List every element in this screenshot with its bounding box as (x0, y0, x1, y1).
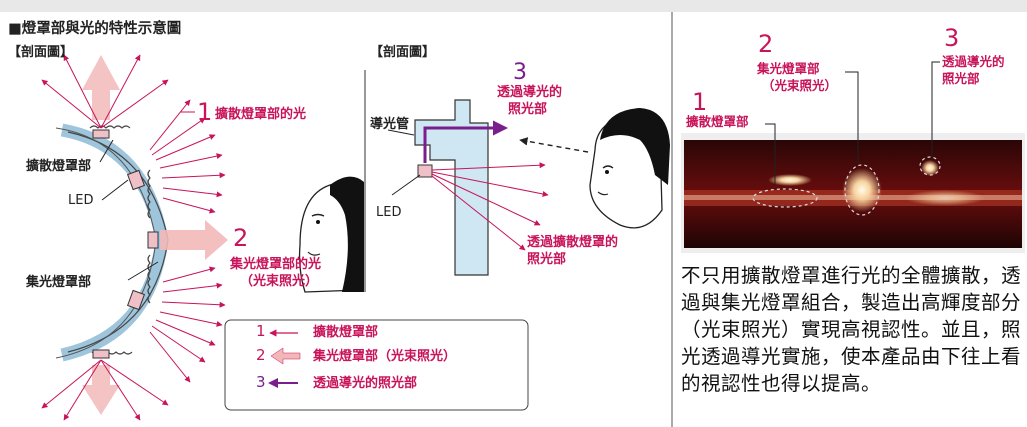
middle-diffused-line2: 照光部 (527, 252, 567, 267)
middle-callout-3-line2: 照光部 (508, 102, 548, 117)
rays-middle (431, 162, 549, 251)
lens-top (89, 125, 131, 129)
left-callout-1-num: 1 (197, 98, 213, 126)
face-right (589, 108, 670, 229)
legend-text-1: 擴散燈罩部 (313, 325, 379, 340)
label-led-left: LED (68, 193, 94, 208)
legend-num-1: 1 (256, 322, 266, 340)
middle-callout-3-line1: 透過導光的 (497, 85, 563, 100)
legend-num-3: 3 (256, 373, 266, 391)
middle-diffused-line1: 透過擴散燈罩的 (527, 235, 619, 250)
photo-callout-2-line1: 集光燈罩部 (757, 61, 820, 76)
led-center (147, 231, 159, 249)
middle-section (387, 99, 589, 276)
legend-text-3: 透過導光的照光部 (313, 376, 418, 391)
legend-num-2: 2 (256, 346, 266, 364)
photo-callout-2-line2: （光束照光） (762, 78, 838, 93)
middle-callout-3-num: 3 (513, 60, 527, 85)
left-callout-2-line2: （光束照光） (240, 274, 319, 289)
beam-up (82, 55, 120, 120)
sight-line (519, 137, 589, 153)
beam-right (160, 220, 228, 260)
photo-mark-2 (844, 164, 880, 216)
rays-lower-right (149, 266, 226, 383)
face-left (298, 176, 364, 293)
led-bottom (92, 349, 110, 359)
label-condenser: 集光燈罩部 (26, 275, 92, 290)
left-callout-1-text: 擴散燈罩部的光 (215, 107, 307, 122)
page-title: ■燈罩部與光的特性示意圖 (8, 21, 182, 37)
photo-callout-1-text: 擴散燈罩部 (686, 114, 749, 129)
section-label-left: 【剖面圖】 (8, 45, 74, 60)
rays-upper-right (149, 99, 226, 214)
left-lamp-section (41, 54, 228, 421)
photo-mark-1 (752, 188, 818, 208)
label-light-pipe: 導光管 (370, 117, 410, 132)
led-upper (126, 169, 146, 191)
led-top (92, 129, 110, 139)
section-label-middle: 【剖面圖】 (370, 45, 436, 60)
pipe-light-path (423, 120, 508, 163)
photo-callout-3-line2: 照光部 (942, 71, 980, 86)
rays-bottom (41, 359, 169, 421)
photo-callout-1-num: 1 (692, 88, 708, 116)
photo-callout-2-num: 2 (758, 30, 774, 58)
left-callout-2-line1: 集光燈罩部的光 (230, 257, 322, 272)
light-pipe (414, 99, 489, 276)
photo-callout-3-num: 3 (944, 24, 960, 52)
description-text: 不只用擴散燈罩進行光的全體擴散，透過與集光燈罩組合，製造出高輝度部分（光束照光）… (681, 264, 1022, 395)
legend-text-2: 集光燈罩部（光束照光） (313, 349, 457, 364)
legend-arrow-2 (270, 347, 301, 365)
legend-box (224, 319, 529, 411)
led-lower (126, 289, 146, 311)
photo-callout-3-line1: 透過導光的 (942, 54, 1005, 69)
rays-top (41, 54, 169, 129)
beam-down (82, 365, 120, 415)
left-callout-2-num: 2 (233, 224, 249, 252)
led-middle (417, 164, 433, 178)
label-led-middle: LED (376, 205, 402, 220)
label-diffuser: 擴散燈罩部 (26, 159, 92, 174)
header-band (0, 0, 1027, 12)
product-photo (681, 61, 1025, 253)
photo-mark-3 (919, 156, 941, 176)
